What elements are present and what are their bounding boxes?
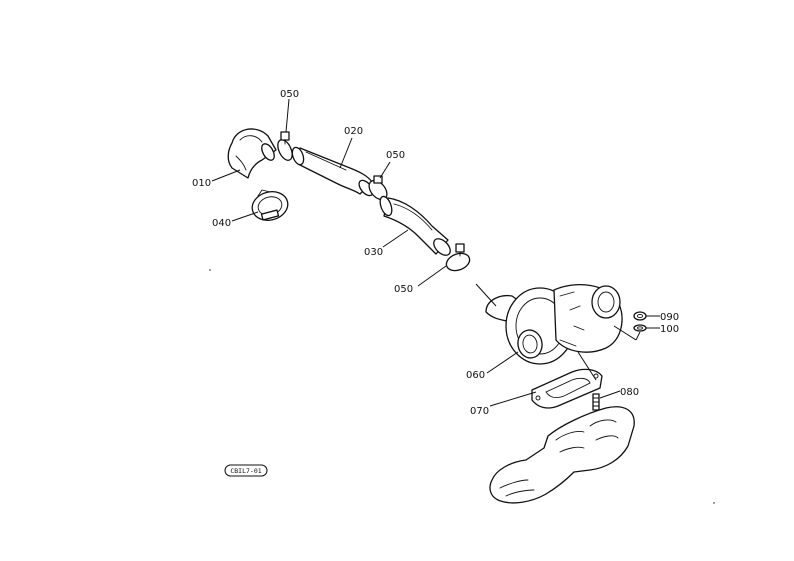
part-100-washer: [633, 324, 647, 332]
part-040-hose-clamp: [251, 189, 289, 221]
label-020: 020: [344, 126, 363, 137]
label-060: 060: [466, 370, 485, 381]
part-050-clamp-upper: [277, 131, 293, 161]
label-030: 030: [364, 247, 383, 258]
label-050-lower: 050: [394, 284, 413, 295]
part-010-elbow-hose: [227, 128, 277, 179]
leader-lines: [211, 98, 660, 407]
part-030-hose: [379, 195, 451, 256]
label-040: 040: [212, 218, 231, 229]
part-020-hose: [291, 146, 374, 197]
label-050-middle: 050: [386, 150, 405, 161]
part-070-gasket: [531, 368, 603, 409]
label-090: 090: [660, 312, 679, 323]
label-010: 010: [192, 178, 211, 189]
drawing-code-badge: CBIL7-01: [224, 464, 268, 477]
label-070: 070: [470, 406, 489, 417]
label-080: 080: [620, 387, 639, 398]
part-060-turbocharger: [485, 284, 623, 365]
drawing-code-text: CBIL7-01: [230, 467, 261, 475]
part-080-stud-bolt: [592, 393, 600, 411]
exhaust-manifold: [489, 406, 635, 504]
label-050-upper: 050: [280, 89, 299, 100]
part-090-nut: [633, 311, 647, 321]
label-100: 100: [660, 324, 679, 335]
part-050-clamp-lower: [445, 243, 471, 272]
